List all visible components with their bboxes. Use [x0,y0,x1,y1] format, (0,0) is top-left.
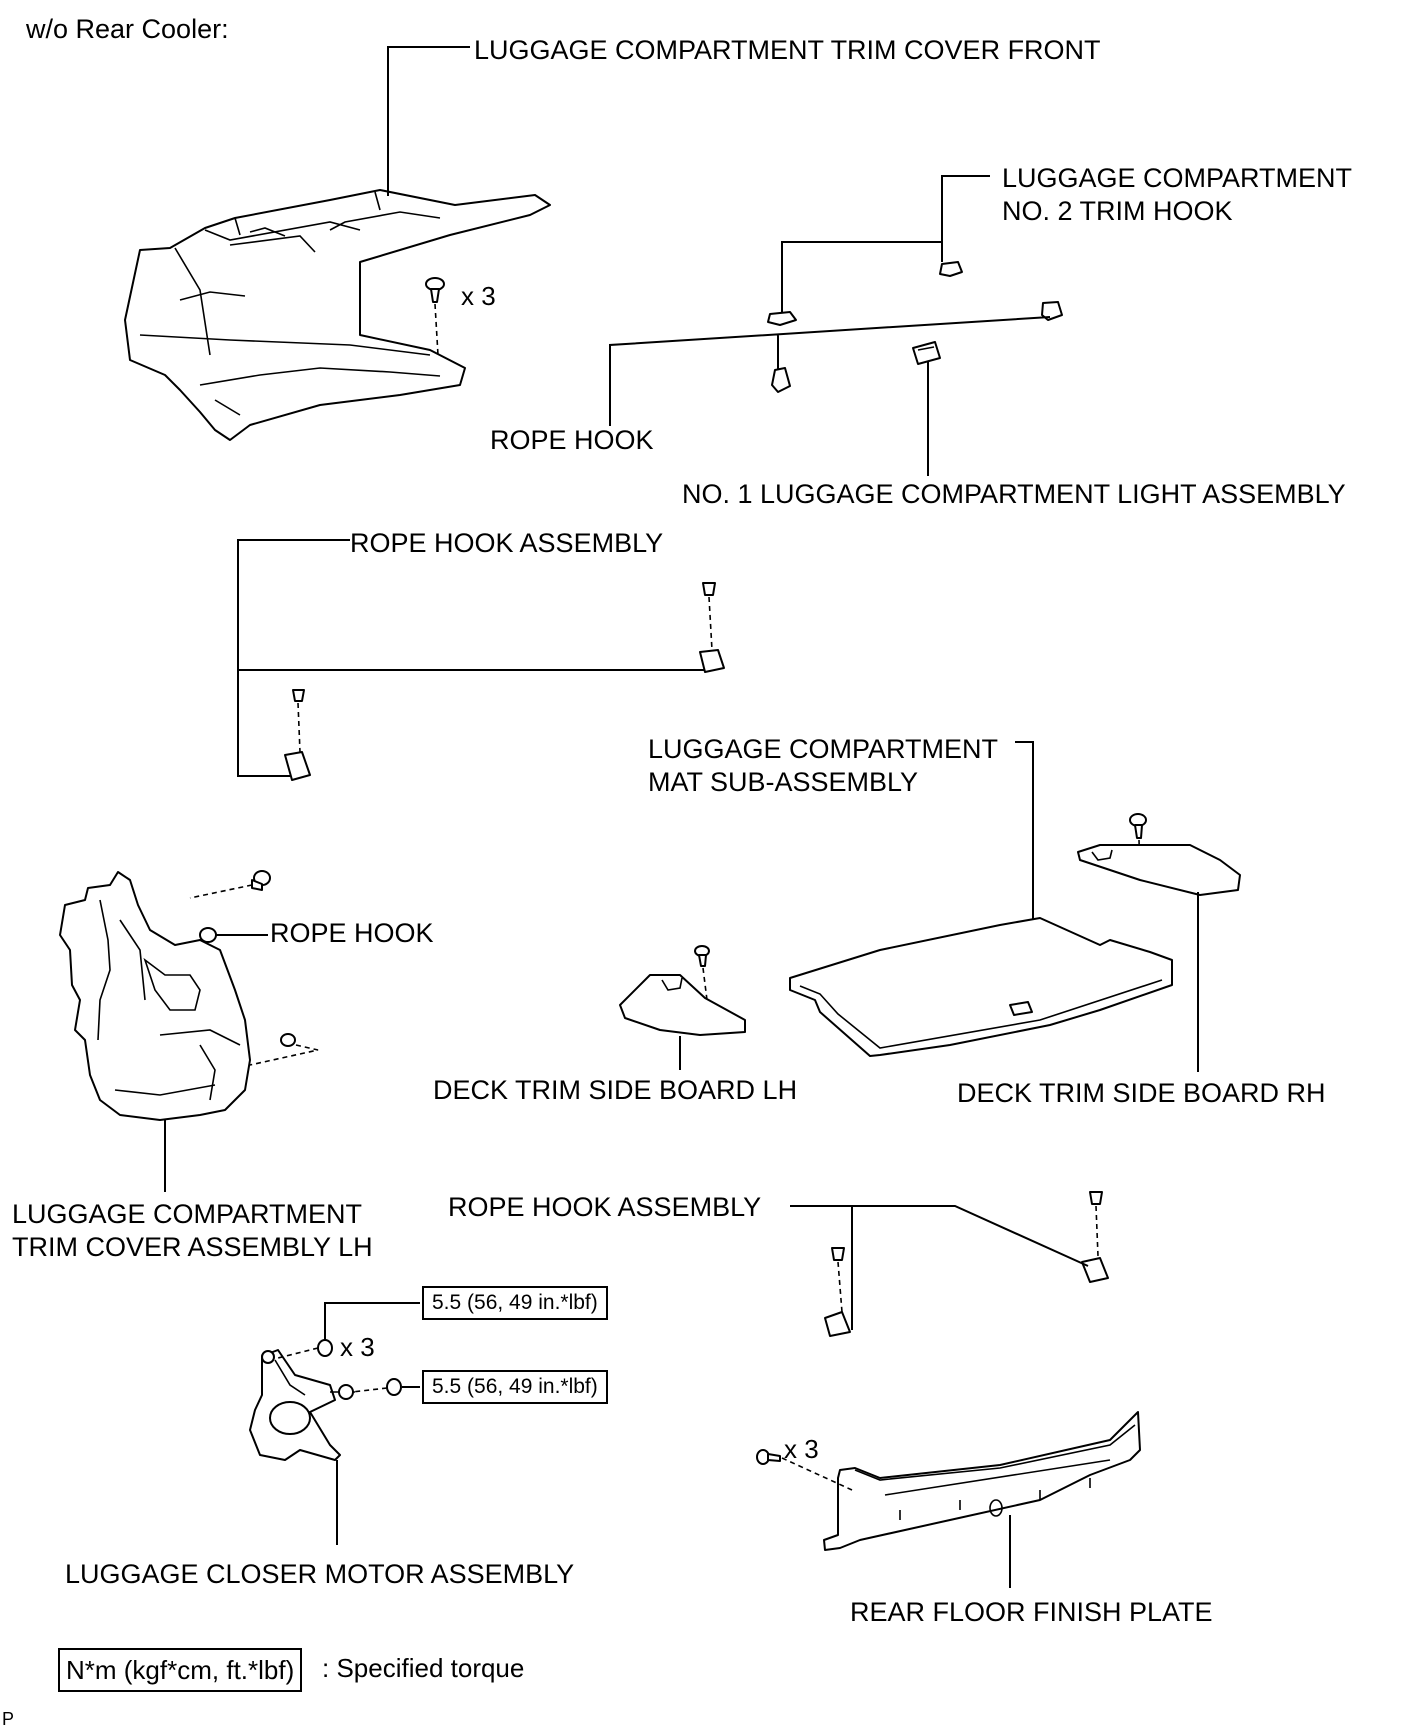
legend-description: : Specified torque [322,1653,525,1683]
legend-torque-unit-box: N*m (kgf*cm, ft.*lbf) [58,1648,303,1692]
trim-cover-front-clip [425,277,445,356]
qty-motor-nuts: x 3 [340,1332,375,1362]
torque-spec-motor-bolt: 5.5 (56, 49 in.*lbf) [422,1370,608,1404]
label-rope-hook-middle: ROPE HOOK [270,918,434,948]
rear-floor-plate-part [823,1411,1141,1551]
side-board-lh-part [619,945,746,1036]
rope-hook-top-parts [767,301,1063,393]
leader-rope-hook-assembly-upper [237,539,705,777]
label-side-board-rh: DECK TRIM SIDE BOARD RH [957,1078,1326,1108]
footer-code: P [2,1709,15,1729]
leader-rope-hook-assembly-lower [790,1205,1089,1330]
trim-cover-lh-fasteners [189,870,319,1066]
closer-motor-part [249,1349,355,1461]
mat-sub-assembly-part [789,917,1173,1057]
torque-spec-motor-nuts: 5.5 (56, 49 in.*lbf) [422,1286,608,1320]
leader-trim-cover-front [387,46,470,196]
qty-front-cover-clips: x 3 [461,281,496,311]
rope-hook-assembly-upper-parts [284,582,725,781]
side-board-rh-part [1077,813,1241,896]
closer-motor-fasteners [277,1339,402,1396]
label-trim-cover-front: LUGGAGE COMPARTMENT TRIM COVER FRONT [474,35,1101,65]
rope-hook-assembly-lower-parts [824,1191,1109,1337]
label-rope-hook-assembly-upper: ROPE HOOK ASSEMBLY [350,528,664,558]
qty-plate-clips: x 3 [784,1434,819,1464]
label-no2-trim-hook-line1: LUGGAGE COMPARTMENT [1002,163,1353,193]
leader-no2-trim-hook [781,175,990,312]
label-mat-line1: LUGGAGE COMPARTMENT [648,734,999,764]
label-mat-line2: MAT SUB-ASSEMBLY [648,767,919,797]
label-light-assembly: NO. 1 LUGGAGE COMPARTMENT LIGHT ASSEMBLY [682,479,1346,509]
light-assembly-part [912,341,941,365]
label-side-board-lh: DECK TRIM SIDE BOARD LH [433,1075,798,1105]
label-rope-hook-top: ROPE HOOK [490,425,654,455]
label-closer-motor: LUGGAGE CLOSER MOTOR ASSEMBLY [65,1559,575,1589]
label-trim-cover-lh-line2: TRIM COVER ASSEMBLY LH [12,1232,373,1262]
label-rear-floor-plate: REAR FLOOR FINISH PLATE [850,1597,1213,1627]
variant-label: w/o Rear Cooler: [26,14,229,44]
leader-motor-nuts [324,1302,420,1340]
trim-cover-lh-part [59,871,251,1121]
rear-floor-plate-clip [756,1449,853,1491]
leader-mat-sub-assembly [1015,741,1034,920]
label-rope-hook-assembly-lower: ROPE HOOK ASSEMBLY [448,1192,762,1222]
label-trim-cover-lh-line1: LUGGAGE COMPARTMENT [12,1199,363,1229]
leader-rope-hook-top [609,316,1051,426]
no2-trim-hook-part [939,261,963,277]
label-no2-trim-hook-line2: NO. 2 TRIM HOOK [1002,196,1233,226]
trim-cover-front-part [124,189,551,441]
